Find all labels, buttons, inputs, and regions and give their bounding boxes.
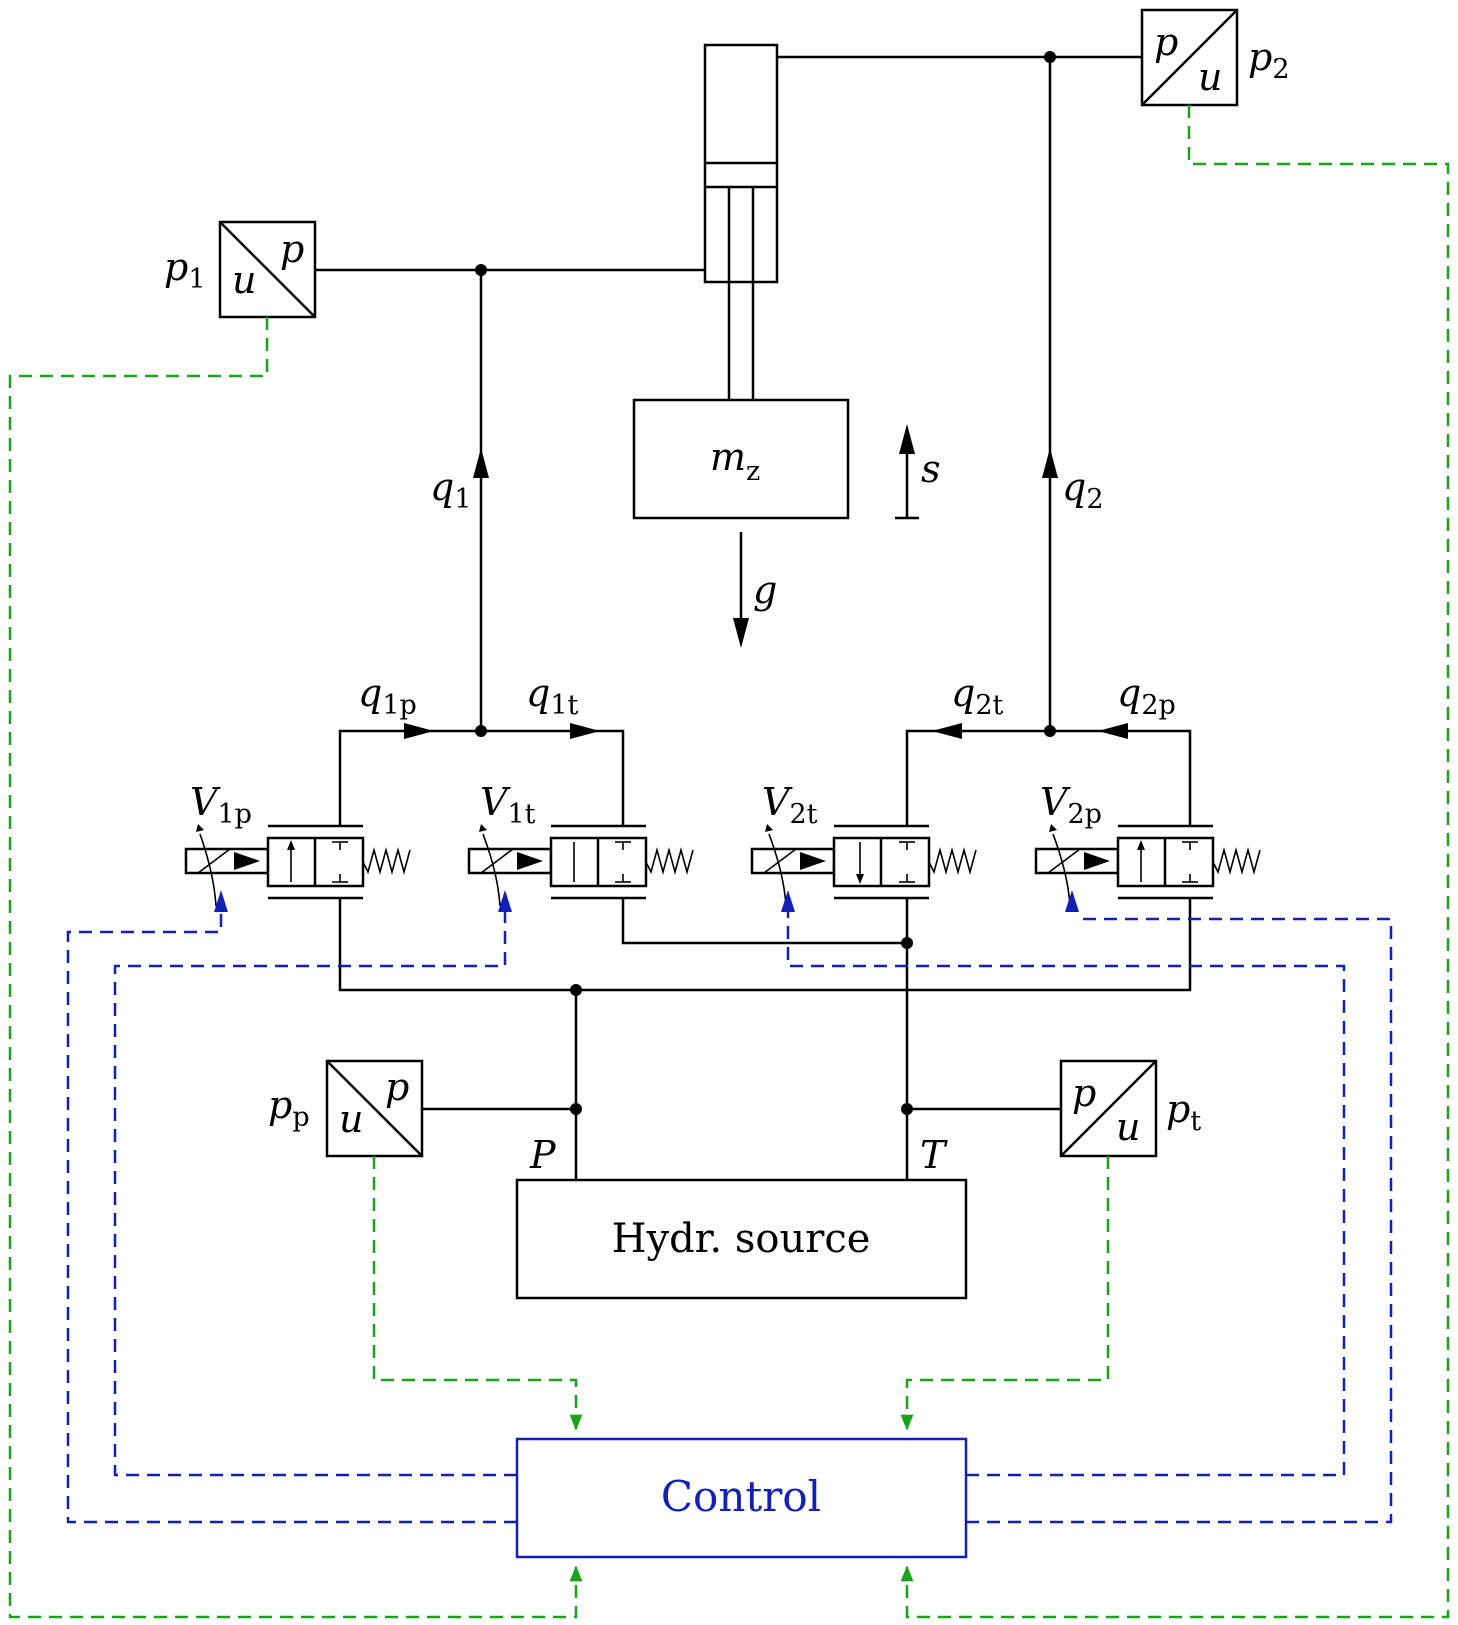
svg-text:p: p bbox=[385, 1065, 409, 1109]
valve-v2t: V2t bbox=[750, 780, 977, 907]
port-p-label: P bbox=[529, 1133, 557, 1177]
flow-labels: q1 q2 q1p q1t q2t q2p bbox=[358, 465, 1176, 721]
svg-text:u: u bbox=[1198, 55, 1222, 99]
v1t-command-arrowhead bbox=[498, 890, 512, 912]
svg-text:u: u bbox=[232, 258, 256, 302]
q2-arrowhead bbox=[1042, 448, 1058, 478]
svg-text:V1p: V1p bbox=[190, 780, 252, 830]
flow-arrows bbox=[404, 448, 1128, 739]
control-block: Control bbox=[515, 1437, 968, 1559]
svg-text:p1: p1 bbox=[164, 245, 206, 295]
q1-label: q1 bbox=[430, 465, 472, 515]
gravity-arrow: g bbox=[733, 532, 777, 648]
hydraulic-cylinder bbox=[703, 43, 779, 400]
svg-text:p: p bbox=[1154, 20, 1178, 64]
svg-text:pt: pt bbox=[1166, 1087, 1201, 1137]
displacement-indicator: s bbox=[895, 424, 941, 520]
q2-label: q2 bbox=[1062, 465, 1104, 515]
valve-v1p: V1p bbox=[184, 780, 411, 907]
port-t-label: T bbox=[920, 1133, 948, 1177]
q1p-label: q1p bbox=[358, 671, 417, 721]
sensor-signal-lines bbox=[8, 105, 1450, 1619]
svg-text:V1t: V1t bbox=[480, 780, 536, 830]
valve-command-lines bbox=[66, 890, 1393, 1524]
v1p-command-arrowhead bbox=[214, 890, 228, 912]
pressure-sensor-pt: p u pt bbox=[1059, 1059, 1201, 1158]
q1t-arrowhead bbox=[570, 723, 600, 739]
hydraulic-source: Hydr. source P T bbox=[515, 1133, 968, 1300]
source-label: Hydr. source bbox=[612, 1216, 871, 1262]
svg-text:p: p bbox=[280, 227, 304, 271]
v2t-command-arrowhead bbox=[781, 890, 795, 912]
displacement-label: s bbox=[921, 447, 941, 491]
q2p-label: q2p bbox=[1117, 671, 1176, 721]
valve-v2p: V2p bbox=[1034, 780, 1261, 907]
svg-text:u: u bbox=[339, 1097, 363, 1141]
gravity-label: g bbox=[753, 568, 777, 612]
q2p-arrowhead bbox=[1098, 723, 1128, 739]
q1-arrowhead bbox=[473, 448, 489, 478]
mass-block: mz bbox=[632, 398, 850, 520]
control-label: Control bbox=[661, 1472, 821, 1521]
pressure-sensor-pp: u p pp bbox=[268, 1059, 424, 1158]
svg-text:V2p: V2p bbox=[1040, 780, 1102, 830]
svg-text:mz: mz bbox=[710, 435, 760, 487]
svg-text:V2t: V2t bbox=[762, 780, 818, 830]
q2t-label: q2t bbox=[951, 671, 1004, 721]
pressure-sensor-p2: p u p2 bbox=[1140, 8, 1290, 107]
q1t-label: q1t bbox=[526, 671, 579, 721]
v2p-command-arrowhead bbox=[1065, 890, 1079, 912]
pressure-sensor-p1: u p p1 bbox=[164, 220, 317, 319]
svg-text:p2: p2 bbox=[1248, 35, 1290, 85]
q2t-arrowhead bbox=[932, 723, 962, 739]
svg-text:u: u bbox=[1116, 1105, 1140, 1149]
q1p-arrowhead bbox=[404, 723, 434, 739]
svg-text:pp: pp bbox=[268, 1083, 310, 1133]
svg-text:p: p bbox=[1072, 1071, 1096, 1115]
valve-v1t: V1t bbox=[467, 780, 694, 907]
junction-dots bbox=[475, 51, 1056, 1115]
